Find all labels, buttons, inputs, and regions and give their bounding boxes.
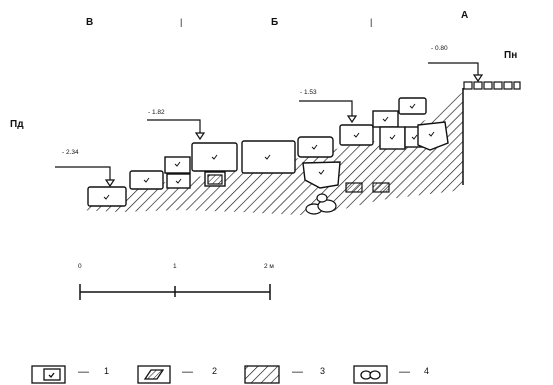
elevation-label-3: - 1.53 bbox=[300, 89, 317, 96]
section-label-b: Б bbox=[271, 17, 279, 28]
elevation-leaders bbox=[55, 62, 479, 180]
legend-number-1: 1 bbox=[104, 366, 110, 376]
legend-dash-3: — bbox=[292, 366, 303, 378]
side-label-left: Пд bbox=[10, 119, 24, 130]
legend-dash-1: — bbox=[78, 366, 89, 378]
legend-symbol-2 bbox=[137, 365, 171, 384]
legend-number-3: 3 bbox=[320, 366, 326, 376]
scale-bar bbox=[79, 284, 271, 300]
section-label-a: А bbox=[461, 10, 469, 21]
stones bbox=[87, 97, 449, 207]
legend-symbol-3 bbox=[244, 365, 280, 384]
rubble bbox=[305, 193, 337, 215]
section-tick-2: | bbox=[370, 17, 373, 27]
legend-symbol-4 bbox=[353, 365, 388, 384]
legend-dash-4: — bbox=[399, 366, 410, 378]
legend-symbol-1 bbox=[31, 365, 66, 384]
hatched-stones bbox=[207, 174, 390, 193]
surface-stones bbox=[463, 81, 521, 90]
elevation-label-2: - 1.82 bbox=[148, 109, 165, 116]
legend-number-4: 4 bbox=[424, 366, 430, 376]
legend-number-2: 2 bbox=[212, 366, 218, 376]
stone-marks bbox=[103, 103, 435, 200]
section-tick-1: | bbox=[180, 17, 183, 27]
scale-label-0: 0 bbox=[78, 263, 82, 270]
side-label-right: Пн bbox=[504, 50, 518, 61]
elevation-markers bbox=[104, 74, 484, 188]
scale-label-1: 1 bbox=[173, 263, 177, 270]
elevation-label-4: - 0.80 bbox=[431, 45, 448, 52]
legend-dash-2: — bbox=[182, 366, 193, 378]
scale-label-2: 2 м bbox=[264, 263, 274, 270]
section-label-v: В bbox=[86, 17, 94, 28]
elevation-label-1: - 2.34 bbox=[62, 149, 79, 156]
